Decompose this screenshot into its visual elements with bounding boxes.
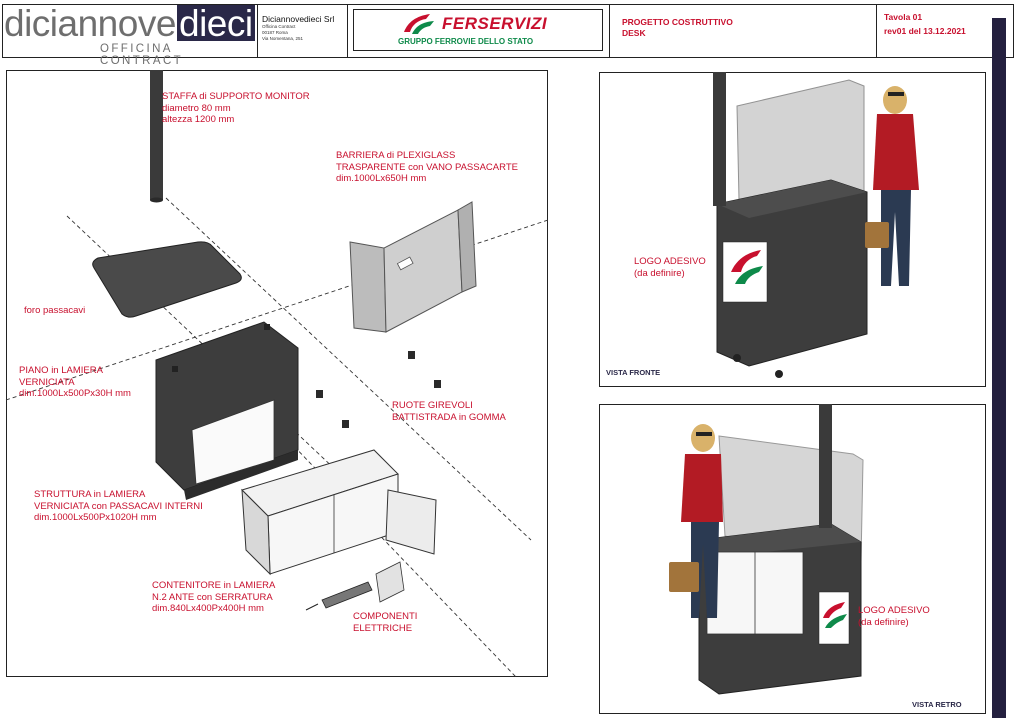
divider (257, 4, 258, 58)
project-name: DESK (622, 28, 646, 38)
front-view-caption: VISTA FRONTE (606, 368, 661, 377)
label-ruote: RUOTE GIREVOLI BATTISTRADA in GOMMA (392, 400, 506, 423)
front-logo-label: LOGO ADESIVO (da definire) (634, 256, 706, 279)
rev-number: 01 (896, 26, 907, 36)
client-logo-sub: GRUPPO FERROVIE DELLO STATO (398, 37, 534, 46)
divider (876, 4, 877, 58)
rev-prefix: rev (884, 26, 897, 36)
label-componenti: COMPONENTI ELETTRICHE (353, 611, 418, 634)
company-logo: diciannove dieci OFFICINA CONTRACT (4, 3, 255, 67)
company-address-3: Via Nomentana, 251 (262, 36, 303, 41)
rear-view-caption: VISTA RETRO (912, 700, 962, 709)
rear-view-render (669, 404, 864, 695)
logo-text-left: diciannove (4, 3, 176, 44)
sheet-number: Tavola 01 (884, 12, 923, 22)
logo-text-right: dieci (179, 3, 253, 44)
logo-subtitle: OFFICINA CONTRACT (100, 43, 184, 67)
rev-date: del 13.12.2021 (906, 26, 966, 36)
project-title: PROGETTO COSTRUTTIVO (622, 17, 733, 27)
label-contenitore: CONTENITORE in LAMIERA N.2 ANTE con SERR… (152, 580, 276, 614)
company-address-1: Officina Contract (262, 24, 296, 29)
exploded-drawing (5, 70, 549, 678)
client-logo-text: FERSERVIZI (442, 14, 548, 33)
label-struttura: STRUTTURA in LAMIERA VERNICIATA con PASS… (34, 489, 203, 523)
label-barriera: BARRIERA di PLEXIGLASS TRASPARENTE con V… (336, 150, 518, 184)
divider (609, 4, 610, 58)
title-block (2, 4, 1014, 58)
label-staffa: STAFFA di SUPPORTO MONITOR diametro 80 m… (162, 91, 310, 125)
logo-dark-block: dieci (177, 3, 255, 44)
label-piano: PIANO in LAMIERA VERNICIATA dim.1000Lx50… (19, 365, 131, 399)
label-foro-passacavi: foro passacavi (24, 305, 86, 316)
company-name: Diciannovedieci Srl (262, 14, 335, 24)
side-bar (992, 18, 1006, 718)
company-address-2: 00187 Roma (262, 30, 288, 35)
revision: rev01 del 13.12.2021 (884, 26, 966, 36)
company-info: Diciannovedieci Srl Officina Contract 00… (262, 14, 334, 42)
client-logo-frame: FERSERVIZI GRUPPO FERROVIE DELLO STATO (353, 9, 603, 51)
fs-logo-icon (404, 14, 434, 34)
rear-logo-label: LOGO ADESIVO (da definire) (858, 605, 930, 628)
divider (347, 4, 348, 58)
front-view-render (713, 72, 919, 378)
